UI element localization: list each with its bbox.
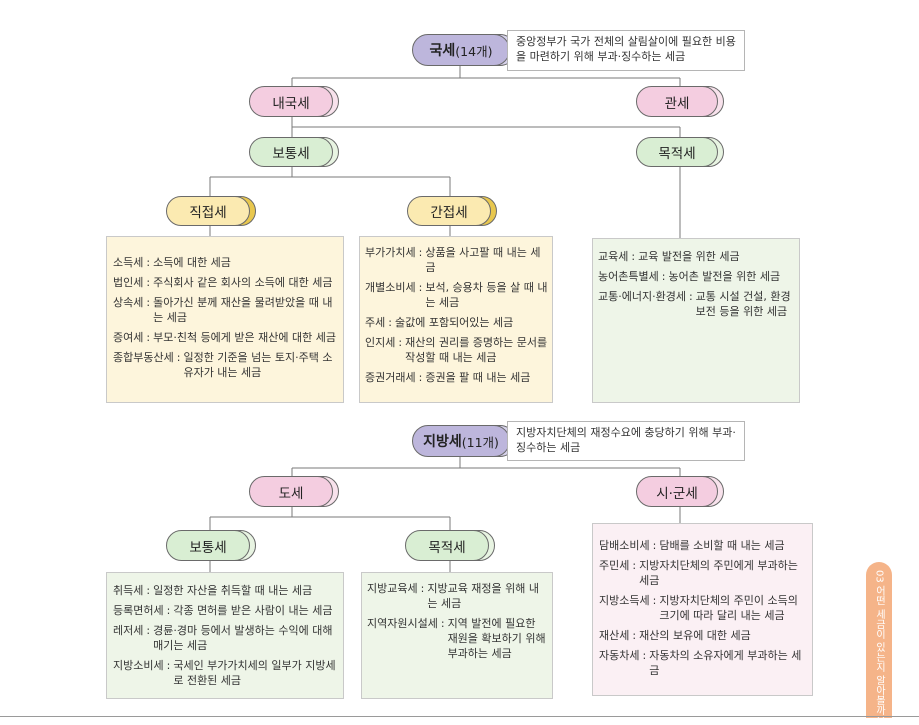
national-tax-title: 국세 [429, 43, 456, 59]
list-item: 인지세:재산의 권리를 증명하는 문서를 작성할 때 내는 세금 [365, 336, 548, 364]
customs-tax-node: 관세 [636, 86, 718, 117]
local-tax-note: 지방자치단체의 재정수요에 충당하기 위해 부과·징수하는 세금 [507, 421, 745, 461]
list-item: 주세:술값에 포함되어있는 세금 [365, 316, 514, 329]
local-tax-count: (11개) [461, 434, 499, 450]
national-tax-count: (14개) [455, 43, 493, 59]
list-item: 지방교육세:지방교육 재정을 위해 내는 세금 [367, 582, 540, 610]
national-purpose-node: 목적세 [636, 137, 718, 167]
city-tax-box: 담배소비세:담배를 소비할 때 내는 세금 주민세:지방자치단체의 주민에게 부… [592, 523, 813, 696]
list-item: 개별소비세:보석, 승용차 등을 살 때 내는 세금 [365, 281, 548, 309]
local-purpose-node: 목적세 [405, 530, 489, 561]
list-item: 지역자원시설세:지역 발전에 필요한 재원을 확보하기 위해 부과하는 세금 [367, 617, 546, 660]
chapter-side-tab-label: 03 어떤 세금이 있는지 알아볼까요 [873, 570, 885, 725]
list-item: 증권거래세:증권을 팔 때 내는 세금 [365, 371, 531, 384]
list-item: 증여세:부모·친척 등에게 받은 재산에 대한 세금 [113, 331, 336, 344]
list-item: 농어촌특별세:농어촌 발전을 위한 세금 [598, 270, 781, 283]
internal-tax-node: 내국세 [249, 86, 333, 117]
local-purpose-box: 지방교육세:지방교육 재정을 위해 내는 세금 지역자원시설세:지역 발전에 필… [361, 572, 553, 699]
local-ordinary-node: 보통세 [166, 530, 250, 561]
list-item: 부가가치세:상품을 사고팔 때 내는 세금 [365, 246, 541, 274]
page-bottom-rule [0, 716, 919, 717]
list-item: 상속세:돌아가신 분께 재산을 물려받았을 때 내는 세금 [113, 296, 333, 324]
national-purpose-box: 교육세:교육 발전을 위한 세금 농어촌특별세:농어촌 발전을 위한 세금 교통… [592, 238, 800, 403]
city-tax-node: 시·군세 [636, 476, 718, 507]
list-item: 소득세:소득에 대한 세금 [113, 256, 231, 269]
list-item: 교육세:교육 발전을 위한 세금 [598, 250, 740, 263]
local-ordinary-box: 취득세:일정한 자산을 취득할 때 내는 세금 등록면허세:각종 면허를 받은 … [106, 572, 344, 699]
indirect-tax-box: 부가가치세:상품을 사고팔 때 내는 세금 개별소비세:보석, 승용차 등을 살… [359, 236, 553, 403]
province-tax-node: 도세 [249, 476, 333, 507]
chapter-side-tab[interactable]: 03 어떤 세금이 있는지 알아볼까요 [866, 562, 892, 725]
list-item: 담배소비세:담배를 소비할 때 내는 세금 [599, 539, 785, 552]
national-tax-node: 국세(14개) [412, 34, 510, 66]
local-tax-node: 지방세(11개) [412, 425, 510, 457]
list-item: 재산세:재산의 보유에 대한 세금 [599, 629, 751, 642]
list-item: 취득세:일정한 자산을 취득할 때 내는 세금 [113, 584, 313, 597]
list-item: 법인세:주식회사 같은 회사의 소득에 대한 세금 [113, 276, 333, 289]
list-item: 레저세:경륜·경마 등에서 발생하는 수익에 대해 매기는 세금 [113, 624, 333, 652]
list-item: 자동차세:자동차의 소유자에게 부과하는 세금 [599, 649, 802, 677]
list-item: 주민세:지방자치단체의 주민에게 부과하는 세금 [599, 559, 798, 587]
direct-tax-node: 직접세 [166, 196, 250, 226]
national-ordinary-node: 보통세 [249, 137, 333, 167]
national-tax-note: 중앙정부가 국가 전체의 살림살이에 필요한 비용을 마련하기 위해 부과·징수… [507, 30, 745, 71]
list-item: 종합부동산세:일정한 기준을 넘는 토지·주택 소유자가 내는 세금 [113, 351, 333, 379]
direct-tax-box: 소득세:소득에 대한 세금 법인세:주식회사 같은 회사의 소득에 대한 세금 … [106, 236, 344, 403]
local-tax-title: 지방세 [423, 434, 462, 450]
list-item: 지방소비세:국세인 부가가치세의 일부가 지방세로 전환된 세금 [113, 659, 336, 687]
list-item: 등록면허세:각종 면허를 받은 사람이 내는 세금 [113, 604, 333, 617]
indirect-tax-node: 간접세 [407, 196, 491, 226]
list-item: 교통·에너지·환경세:교통 시설 건설, 환경 보전 등을 위한 세금 [598, 290, 791, 318]
list-item: 지방소득세:지방자치단체의 주민이 소득의 크기에 따라 달리 내는 세금 [599, 594, 798, 622]
